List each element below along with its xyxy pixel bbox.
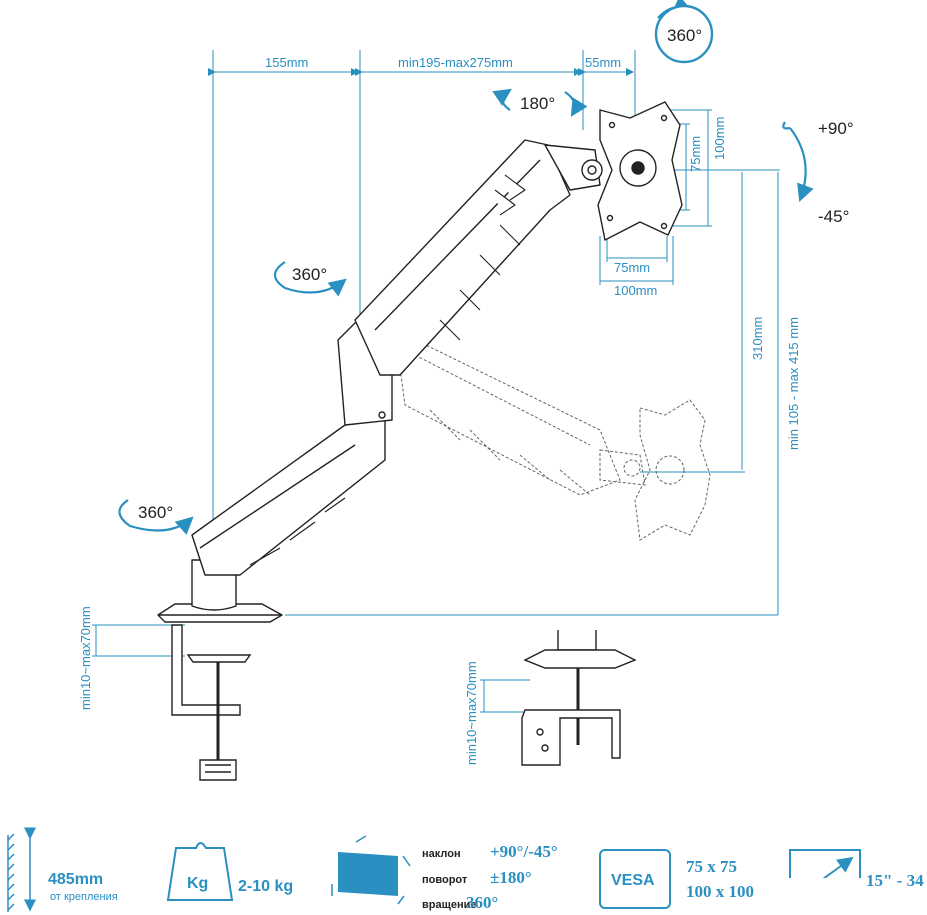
rot-tilt-up: +90° bbox=[818, 119, 854, 138]
vesa-badge-icon bbox=[599, 849, 671, 909]
rot-base-swivel: 360° bbox=[138, 503, 173, 522]
dim-clamp-range-1: min10~max70mm bbox=[78, 606, 93, 710]
spec-weight-badge: Kg bbox=[187, 875, 208, 892]
desk-clamp-right bbox=[521, 630, 637, 766]
head-swivel-circle bbox=[654, 4, 714, 64]
spec-swivel-value: ±180° bbox=[490, 868, 532, 887]
monitor-arm bbox=[157, 101, 683, 623]
dim-height-range: min 105 - max 415 mm bbox=[786, 317, 801, 450]
spec-tilt-label: наклон bbox=[422, 848, 461, 860]
weight-icon bbox=[166, 842, 234, 901]
dim-55: 55mm bbox=[585, 55, 621, 70]
dim-arm-range: min195-max275mm bbox=[398, 55, 513, 70]
dim-vesa-100-w: 100mm bbox=[614, 283, 657, 298]
rot-elbow-swivel: 360° bbox=[292, 265, 327, 284]
dim-height-310: 310mm bbox=[750, 317, 765, 360]
desk-clamp-left bbox=[171, 624, 252, 781]
spec-vesa-value-1: 75 x 75 bbox=[686, 857, 737, 876]
rot-tilt-down: -45° bbox=[818, 207, 849, 226]
monitor-tilt-icon bbox=[331, 835, 411, 905]
spec-strip: 485mm от крепления Kg 2-10 kg наклон +90… bbox=[7, 827, 927, 915]
spec-rotation-value: 360° bbox=[466, 893, 498, 912]
dim-vesa-75-w: 75mm bbox=[614, 260, 650, 275]
dim-vesa-100-h: 100mm bbox=[712, 117, 727, 160]
upper-arm bbox=[354, 139, 571, 376]
reach-icon bbox=[7, 827, 36, 912]
rot-tilt-180: 180° bbox=[520, 94, 555, 113]
rot-head-swivel: 360° bbox=[667, 26, 702, 45]
ghost-arm bbox=[394, 329, 711, 541]
spec-tilt-value: +90°/-45° bbox=[490, 842, 558, 861]
spec-vesa-badge: VESA bbox=[611, 872, 655, 889]
spec-reach-caption: от крепления bbox=[50, 891, 118, 903]
spec-screen-value: 15" - 34 bbox=[866, 871, 924, 890]
spec-vesa-value-2: 100 x 100 bbox=[686, 882, 754, 901]
lower-arm bbox=[191, 419, 386, 576]
spec-rotation-label: вращение bbox=[422, 899, 477, 911]
spec-weight-value: 2-10 kg bbox=[238, 878, 293, 895]
dim-155: 155mm bbox=[265, 55, 308, 70]
dim-vesa-75-h: 75mm bbox=[688, 136, 703, 172]
spec-swivel-label: поворот bbox=[422, 874, 468, 886]
spec-reach-value: 485mm bbox=[48, 871, 103, 888]
dim-clamp-range-2: min10~max70mm bbox=[464, 661, 479, 765]
